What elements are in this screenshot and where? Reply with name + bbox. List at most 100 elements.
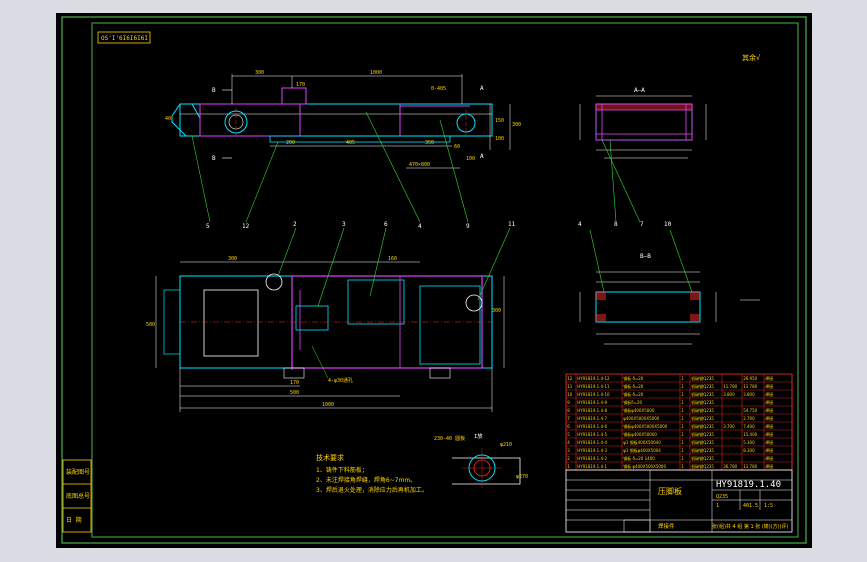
parts-row-8-name: 钢板φ400X5000 [623,407,655,413]
parts-row-9-name: 钢板δ=20 [623,399,642,405]
parts-row-2-note: 焊接 [765,455,773,461]
elevation-view: 300 1000 170 0-405 200 405 350 60 100 47… [165,70,521,223]
parts-row-7-qty: 1 [681,416,684,421]
parts-row-1-w1: 36.780 [723,464,737,469]
parts-row-6-code: HY91819.1.4-6 [577,424,607,429]
parts-row-3-note: 焊接 [765,447,773,453]
stamp-label: OS'I'6I6I6I6I [101,35,148,42]
outer-frame [61,16,807,544]
title-part-name: 压脚板 [658,486,682,496]
parts-row-4-code: HY91819.1.4-4 [577,440,607,445]
parts-row-5-code: HY91819.1.4-5 [577,432,607,437]
dim-350: 350 [425,140,434,146]
balloon-10: 10 [664,221,672,228]
balloon-7: 7 [640,221,644,228]
parts-row-9-note: 焊接 [765,399,773,405]
parts-row-11-code: HY91819.1.4-11 [577,384,610,389]
balloon-12: 12 [242,223,250,230]
parts-row-6-no: 6 [567,424,570,429]
parts-row-4-name: φ1 钢板400X50040 [623,439,661,445]
parts-row-10-w1: 3.800 [723,392,735,397]
parts-row-5-w2: 15.400 [743,432,757,437]
parts-row-8-code: HY91819.1.4-8 [577,408,607,413]
dim-1000: 1000 [370,70,382,76]
parts-row-9-no: 9 [567,400,570,405]
dim-60: 60 [454,144,460,150]
parts-row-6-w1: 3.700 [723,424,735,429]
parts-row-10-qty: 1 [681,392,684,397]
detail-note-r: φ270 [516,474,528,480]
parts-row-2-no: 2 [567,456,570,461]
parts-row-9-code: HY91819.1.4-9 [577,400,607,405]
parts-row-2-code: HY91819.1.4-2 [577,456,607,461]
plan-dim-500: 500 [290,390,299,396]
section-bb-label: B—B [640,253,651,260]
dim-170: 170 [296,82,305,88]
parts-row-12-mat: 低碳钢Q235 [691,375,714,381]
title-weight: 401.5 [743,503,758,509]
dim-r3: 300 [512,122,521,128]
parts-row-1-note: 焊接 [765,463,773,469]
title-school-note: 焊接件 [658,522,675,530]
plan-dim-170: 170 [290,380,299,386]
title-company: 张(组)共 4 组 第 1 张 (铸)(方)(评) [712,523,789,530]
parts-row-4-qty: 1 [681,440,684,445]
dim-r2: 100 [495,136,504,142]
tech-requirements: 技术要求 1、铸件下料筋板； 2、未注焊接角焊缝，焊角6~7mm。 3、焊后退火… [316,453,428,494]
section-b-bottom: B [212,155,216,162]
tech-line-3: 3、焊后退火处理，消除应力后再机加工。 [316,486,428,494]
parts-row-7-no: 7 [567,416,570,421]
parts-row-8-no: 8 [567,408,570,413]
parts-row-10-no: 10 [567,392,573,397]
parts-row-4-w2: 5.300 [743,440,755,445]
parts-row-3-no: 3 [567,448,570,453]
parts-row-11-no: 11 [567,384,573,389]
parts-row-10-mat: 低碳钢Q235 [691,391,714,397]
dim-100: 100 [466,156,475,162]
side-label-2: 底图总号 [66,492,90,500]
parts-row-7-note: 焊接 [765,415,773,421]
plan-dim-300: 300 [228,256,237,262]
side-label-1: 装配图号 [66,468,90,476]
parts-row-10-note: 焊接 [765,391,773,397]
parts-row-8-qty: 1 [681,408,684,413]
parts-row-1-mat: 低碳钢Q235 [691,463,714,469]
tech-line-1: 1、铸件下料筋板； [316,466,368,474]
parts-row-11-note: 焊接 [765,383,773,389]
plan-dim-right: 300 [492,308,501,314]
parts-row-7-name: φ400X5000X5000 [623,416,660,421]
parts-row-3-name: φ1 钢板φ400X5004 [623,447,661,453]
stamp-label-box: OS'I'6I6I6I6I [97,31,151,44]
parts-row-3-code: HY91819.1.4-3 [577,448,607,453]
parts-row-9-qty: 1 [681,400,684,405]
parts-row-3-qty: 1 [681,448,684,453]
roughness-note: 其余√ [742,53,761,62]
dim-left-small: 40 [165,116,171,122]
parts-row-4-mat: 低碳钢Q235 [691,439,714,445]
dim-200: 200 [286,140,295,146]
parts-row-5-qty: 1 [681,432,684,437]
parts-row-11-w2: 11.780 [743,384,757,389]
section-aa-label: A—A [634,87,645,94]
parts-row-11-name: 钢板 δ=20 [623,383,644,389]
balloon-11: 11 [508,221,516,228]
left-side-labels: 装配图号 底图总号 日 期 [62,459,92,533]
parts-row-4-no: 4 [567,440,570,445]
balloon-2: 2 [293,221,297,228]
section-a-top: A [480,85,484,92]
parts-row-7-w2: 2.700 [743,416,755,421]
parts-row-12-no: 12 [567,376,573,381]
balloon-9: 9 [466,223,470,230]
title-sheet: 1 [716,503,719,509]
title-block: 压脚板 HY91819.1.40 Q235 401.5 1:5 1 焊接件 张(… [565,469,793,533]
parts-row-2-mat: 低碳钢Q235 [691,455,714,461]
side-label-3: 日 期 [66,516,82,524]
parts-row-5-note: 焊接 [765,431,773,437]
section-bb: B—B [579,229,760,345]
plan-dim-160: 160 [388,256,397,262]
parts-row-2-name: 钢板 δ=20 1400 [623,455,655,461]
parts-row-8-w2: 54.750 [743,408,757,413]
title-scale: 1:5 [764,503,773,509]
